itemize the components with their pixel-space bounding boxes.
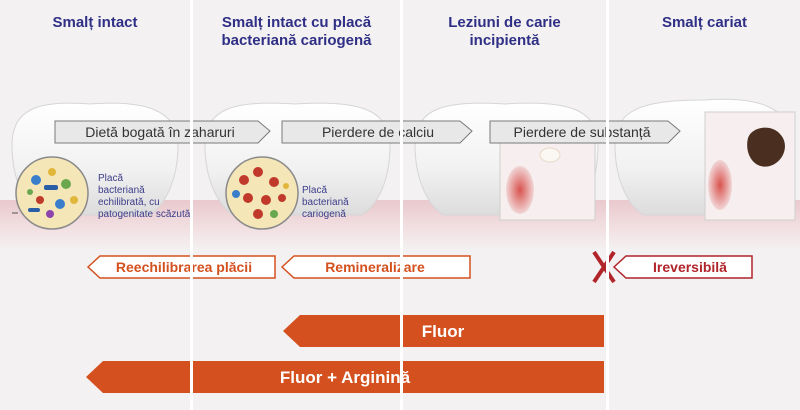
stage-panel-2: Smalț intact cu placă bacteriană carioge… — [193, 0, 400, 410]
stage-divider-2 — [400, 0, 403, 410]
plaque-cariogenic-label: Placă bacteriană cariogenă — [302, 185, 351, 220]
reverse-arrow-remineralization-label: Remineralizare — [325, 259, 425, 275]
plaque-balanced-line-2: bacteriană — [98, 185, 145, 196]
stage-title-3: Leziuni de carie incipientă — [448, 14, 561, 49]
process-arrow-calcium: Pierdere de calciu — [281, 120, 473, 144]
plaque-cariogenic-line-3: cariogenă — [302, 209, 346, 220]
process-arrow-diet: Dietă bogată în zaharuri — [54, 120, 271, 144]
plaque-cariogenic-zoom — [225, 156, 299, 230]
process-arrow-substance-label: Pierdere de substanță — [514, 124, 651, 140]
plaque-cariogenic-line-2: bacteriană — [302, 197, 349, 208]
process-arrow-calcium-label: Pierdere de calciu — [322, 124, 434, 140]
treatment-bar-fluor: Fluor — [283, 315, 604, 347]
reverse-arrow-plaque-label: Reechilibrarea plăcii — [116, 259, 252, 275]
stage-divider-3 — [606, 0, 609, 410]
stage-panel-4: Smalț cariat — [609, 0, 800, 410]
stage-title-4: Smalț cariat — [661, 14, 748, 31]
plaque-cariogenic-line-1: Placă — [302, 185, 327, 196]
early-lesion-pulp — [506, 166, 534, 214]
reverse-arrow-irreversible: Ireversibilă — [612, 255, 753, 279]
cross-mark-icon — [592, 250, 616, 284]
reverse-arrow-plaque: Reechilibrarea plăcii — [86, 255, 276, 279]
early-lesion-spot — [539, 147, 561, 163]
stage-title-1: Smalț intact — [52, 14, 138, 31]
process-arrow-diet-label: Dietă bogată în zaharuri — [85, 124, 234, 140]
stage-panel-1: Smalț intact — [0, 0, 190, 410]
plaque-balanced-line-3: echilibrată, cu — [98, 197, 160, 208]
plaque-balanced-label: Placă bacteriană echilibrată, cu patogen… — [98, 173, 191, 220]
treatment-bar-fluor-arginine: Fluor + Arginină — [86, 361, 604, 393]
stage-divider-1 — [190, 0, 193, 410]
reverse-arrow-remineralization: Remineralizare — [280, 255, 471, 279]
plaque-balanced-line-4: patogenitate scăzută — [98, 209, 191, 220]
cavity-pulp — [708, 160, 732, 210]
cavity — [747, 127, 785, 167]
stage-title-2: Smalț intact cu placă bacteriană carioge… — [221, 14, 372, 49]
treatment-bar-fluor-label: Fluor — [422, 322, 465, 341]
plaque-balanced-line-1: Placă — [98, 173, 123, 184]
process-arrow-substance: Pierdere de substanță — [489, 120, 681, 144]
treatment-bar-fluor-arginine-label: Fluor + Arginină — [280, 368, 411, 387]
stage-panel-3: Leziuni de carie incipientă — [403, 0, 606, 410]
reverse-arrow-irreversible-label: Ireversibilă — [653, 259, 727, 275]
plaque-balanced-zoom — [15, 156, 89, 230]
